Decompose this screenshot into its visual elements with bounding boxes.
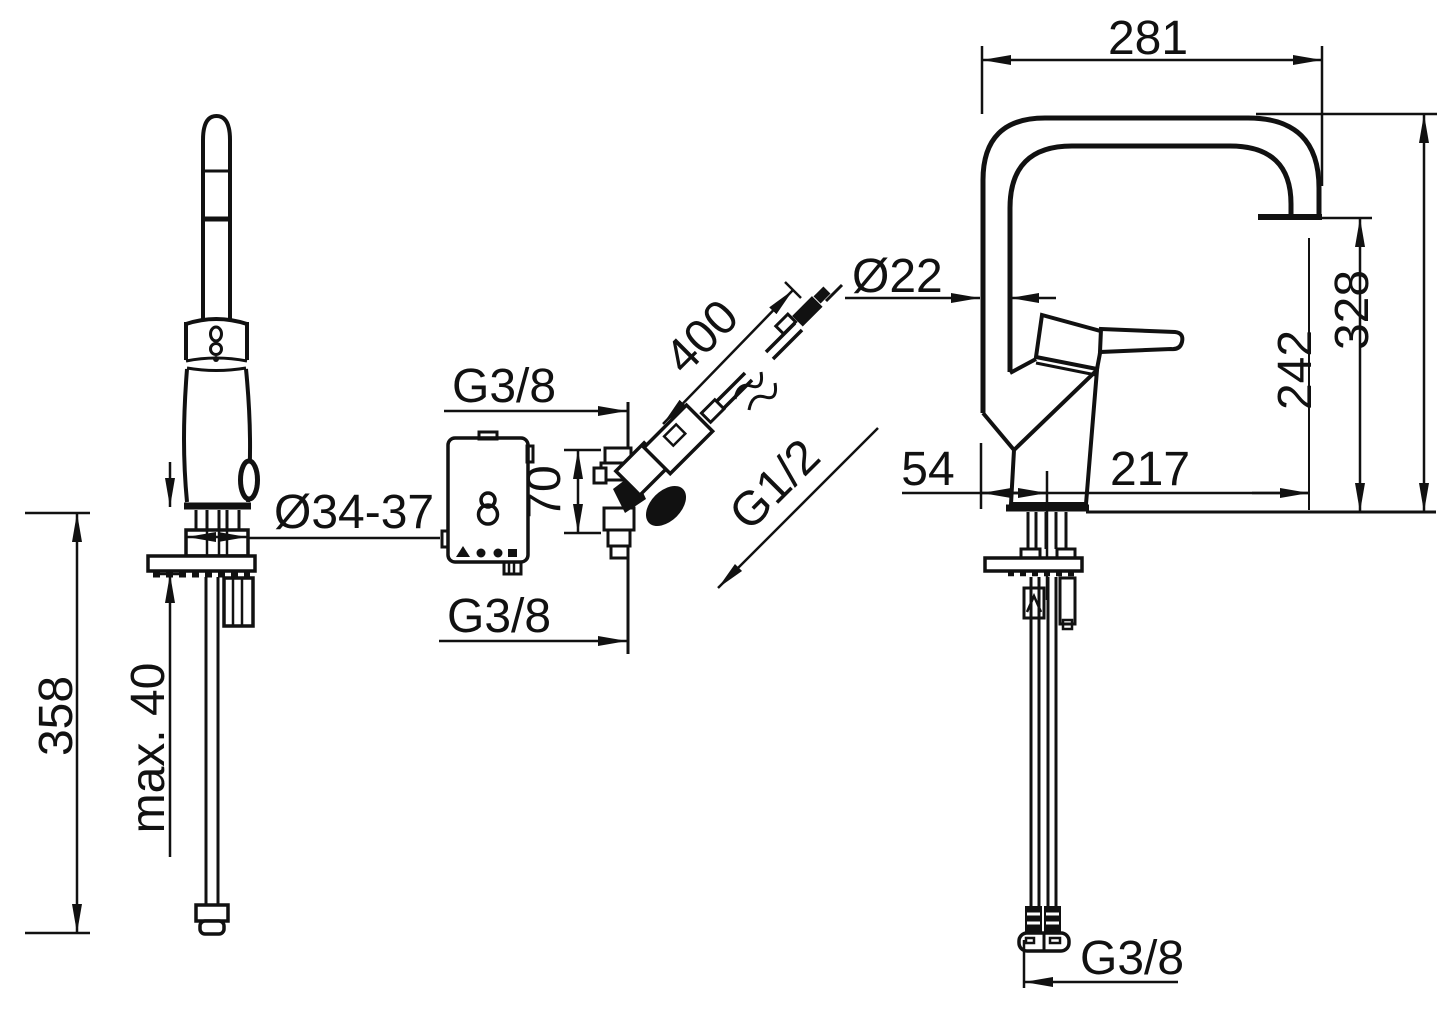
- mounting-shank: [146, 510, 257, 936]
- thread-label-g38-top: G3/8: [452, 360, 556, 413]
- lever-handle: [1097, 326, 1185, 355]
- dim-spout-height: 242: [1269, 216, 1372, 512]
- dim-base-offsets: 54 217: [901, 238, 1310, 510]
- thread-top: G3/8: [444, 360, 627, 416]
- side-button: [238, 458, 260, 502]
- dim-total-height-front: 328: [1256, 112, 1437, 512]
- thread-label-g38-bottom: G3/8: [447, 590, 551, 643]
- dim-label-242: 242: [1269, 330, 1322, 410]
- installation-view: G3/8 G3/8: [439, 281, 879, 654]
- dim-counter-thickness: max. 40: [122, 462, 181, 857]
- thread-bottom: G3/8: [439, 590, 627, 646]
- side-view-faucet: 358 max. 40 Ø34-37: [25, 113, 440, 936]
- dim-label-400: 400: [655, 290, 749, 384]
- front-mounting: [983, 471, 1084, 953]
- dim-label-d22: Ø22: [852, 250, 943, 303]
- control-box: [440, 430, 535, 576]
- dim-label-281: 281: [1108, 12, 1188, 65]
- dim-total-height-side: 358: [25, 511, 90, 935]
- dim-spout-diameter: Ø22: [845, 250, 1056, 303]
- dim-bracket-height: 70: [518, 448, 601, 535]
- sensor-icon: [209, 325, 223, 362]
- dim-label-217: 217: [1110, 443, 1190, 496]
- dim-label-d3437: Ø34-37: [274, 486, 434, 539]
- dim-hole-diameter: Ø34-37: [187, 486, 440, 542]
- dim-label-54: 54: [901, 443, 954, 496]
- dim-label-358: 358: [30, 676, 83, 756]
- thread-hose: G1/2: [717, 427, 879, 589]
- thread-supply: G3/8: [1022, 932, 1184, 988]
- dim-label-70: 70: [518, 465, 571, 518]
- thread-label-g38-supply: G3/8: [1080, 932, 1184, 985]
- dim-label-328: 328: [1326, 270, 1379, 350]
- dim-label-max40: max. 40: [122, 663, 175, 834]
- dim-spout-reach: 281: [980, 12, 1324, 186]
- front-view-faucet: 281 Ø22 54 217 242 328: [845, 12, 1437, 988]
- thread-label-g12: G1/2: [720, 430, 831, 541]
